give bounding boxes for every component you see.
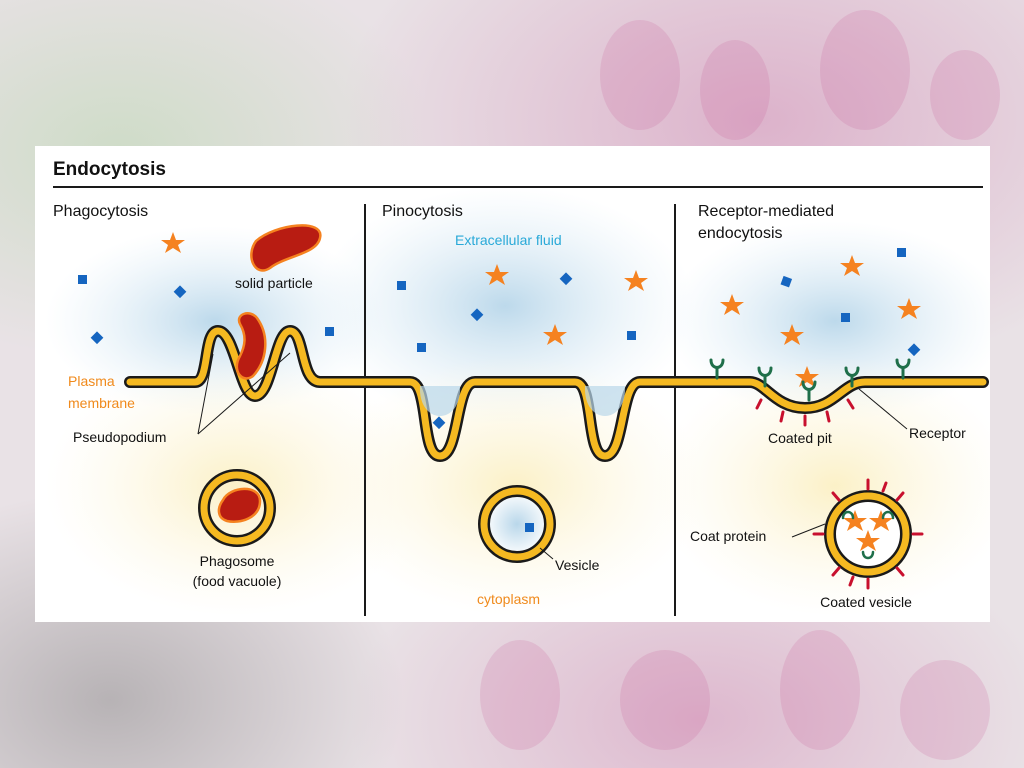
- star-molecule: [485, 264, 509, 285]
- star-molecule: [780, 324, 804, 345]
- square-molecule: [432, 416, 446, 430]
- star-molecule: [161, 232, 185, 253]
- square-molecule: [841, 313, 850, 322]
- phagosome: [198, 469, 276, 547]
- star-molecule: [624, 270, 648, 291]
- label-vesicle: Vesicle: [555, 557, 600, 573]
- label-solid-particle: solid particle: [235, 275, 313, 291]
- square-molecule: [173, 285, 187, 299]
- pointer-line: [539, 547, 554, 560]
- square-molecule: [325, 327, 334, 336]
- pointer-line: [858, 388, 908, 430]
- background-cell: [700, 40, 770, 140]
- solid-particle: [250, 224, 322, 272]
- receptor-mediated-panel: Coated pit Receptor: [690, 248, 966, 610]
- panel-title-pinocytosis: Pinocytosis: [382, 203, 463, 220]
- label-pseudopodium: Pseudopodium: [73, 429, 166, 445]
- coated-vesicle: [812, 478, 924, 590]
- square-molecule: [397, 281, 406, 290]
- background-cell: [930, 50, 1000, 140]
- label-coated-pit: Coated pit: [768, 430, 832, 446]
- square-molecule: [897, 248, 906, 257]
- pinocytic-pocket: [419, 386, 461, 416]
- phagocytosis-panel: solid particle Plasma membrane Pseudopod…: [68, 224, 334, 589]
- plasma-membrane: [124, 325, 989, 462]
- label-coated-vesicle: Coated vesicle: [820, 594, 912, 610]
- vesicle: [478, 485, 556, 563]
- figure-title: Endocytosis: [53, 159, 166, 180]
- pointer-line: [791, 523, 826, 538]
- pinocytosis-panel: Extracellular fluid Vesicle cytoplasm: [397, 232, 648, 607]
- background-cell: [900, 660, 990, 760]
- panel-title-phagocytosis: Phagocytosis: [53, 203, 148, 220]
- square-molecule: [627, 331, 636, 340]
- pinocytic-pocket: [584, 386, 626, 416]
- square-molecule: [780, 275, 793, 288]
- endocytosis-figure: Endocytosis Phagocytosis Pinocytosis Rec…: [35, 146, 990, 622]
- square-molecule: [470, 308, 484, 322]
- background-cell: [600, 20, 680, 130]
- label-food-vacuole: (food vacuole): [193, 573, 282, 589]
- square-molecule: [417, 343, 426, 352]
- panel-title-receptor-mediated: Receptor-mediated: [698, 203, 834, 220]
- label-cytoplasm: cytoplasm: [477, 591, 540, 607]
- bound-star-molecule: [795, 366, 819, 387]
- label-plasma-membrane-line2: membrane: [68, 395, 135, 411]
- background-cell: [780, 630, 860, 750]
- background-cell: [820, 10, 910, 130]
- star-molecule: [840, 255, 864, 276]
- star-molecule: [543, 324, 567, 345]
- pointer-line: [197, 352, 291, 435]
- square-molecule: [78, 275, 87, 284]
- background-cell: [480, 640, 560, 750]
- label-extracellular-fluid: Extracellular fluid: [455, 232, 562, 248]
- receptors: [709, 358, 911, 402]
- background-cell: [620, 650, 710, 750]
- label-receptor: Receptor: [909, 425, 966, 441]
- engulfed-particle: [235, 312, 267, 380]
- coat-proteins: [755, 398, 855, 427]
- star-molecule: [720, 294, 744, 315]
- star-molecule: [897, 298, 921, 319]
- pointer-line: [197, 353, 214, 435]
- label-plasma-membrane: Plasma: [68, 373, 115, 389]
- endocytosis-diagram: Endocytosis Phagocytosis Pinocytosis Rec…: [45, 159, 990, 616]
- panel-title-receptor-mediated-line2: endocytosis: [698, 225, 783, 242]
- label-coat-protein: Coat protein: [690, 528, 766, 544]
- label-phagosome: Phagosome: [200, 553, 275, 569]
